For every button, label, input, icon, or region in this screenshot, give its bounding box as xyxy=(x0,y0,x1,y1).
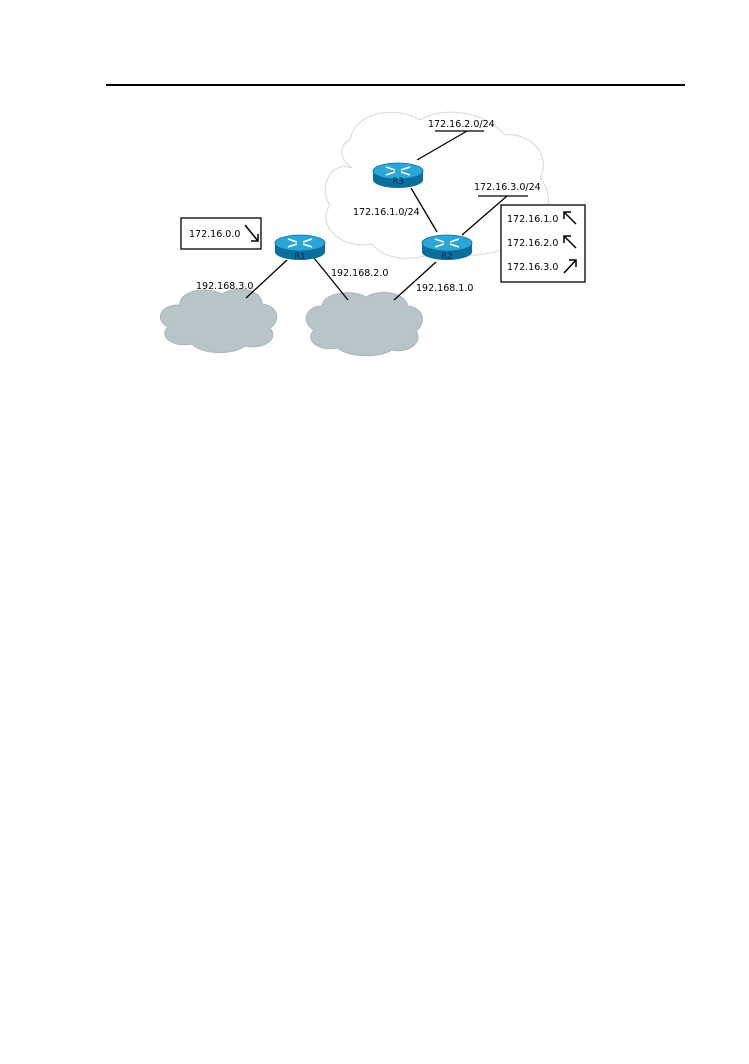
link-r2-lan xyxy=(461,195,508,236)
router-label-r1: R1 xyxy=(294,252,305,262)
network-label-r2-lan: 172.16.3.0/24 xyxy=(474,182,541,193)
r2-route-entry-2: 172.16.2.0 xyxy=(507,238,558,249)
arrow-down-right-icon xyxy=(244,224,259,242)
link-r3-r2 xyxy=(410,187,438,233)
link-r2-wan xyxy=(393,261,437,301)
arrow-up-left-icon xyxy=(563,235,577,249)
router-label-r2: R2 xyxy=(441,252,452,262)
link-r3-lan xyxy=(416,130,468,161)
router-r2: R2 xyxy=(421,234,473,262)
link-r1-r2 xyxy=(313,257,349,301)
network-cloud-center xyxy=(305,291,423,357)
page-header-rule xyxy=(106,84,685,86)
router-r3: R3 xyxy=(372,162,424,188)
r2-routes-box: 172.16.1.0 172.16.2.0 172.16.3.0 xyxy=(500,204,586,283)
network-cloud-left xyxy=(159,288,278,353)
router-label-r3: R3 xyxy=(392,177,403,187)
network-label-r1-r2-link: 192.168.2.0 xyxy=(331,268,388,279)
link-r1-lan xyxy=(245,259,288,299)
router-r1: R1 xyxy=(274,234,326,262)
r2-route-entry-1: 172.16.1.0 xyxy=(507,214,558,225)
r1-summary-box: 172.16.0.0 xyxy=(180,217,262,250)
network-label-r1-lan: 192.168.3.0 xyxy=(196,281,253,292)
network-label-r3-lan: 172.16.2.0/24 xyxy=(428,119,495,130)
arrow-up-left-icon xyxy=(563,211,577,225)
r1-summary-entry: 172.16.0.0 xyxy=(189,229,240,240)
arrow-up-right-icon xyxy=(563,259,577,274)
r2-route-entry-3: 172.16.3.0 xyxy=(507,262,558,273)
network-label-r2-wan: 192.168.1.0 xyxy=(416,283,473,294)
network-label-r2-r3-link: 172.16.1.0/24 xyxy=(353,207,420,218)
